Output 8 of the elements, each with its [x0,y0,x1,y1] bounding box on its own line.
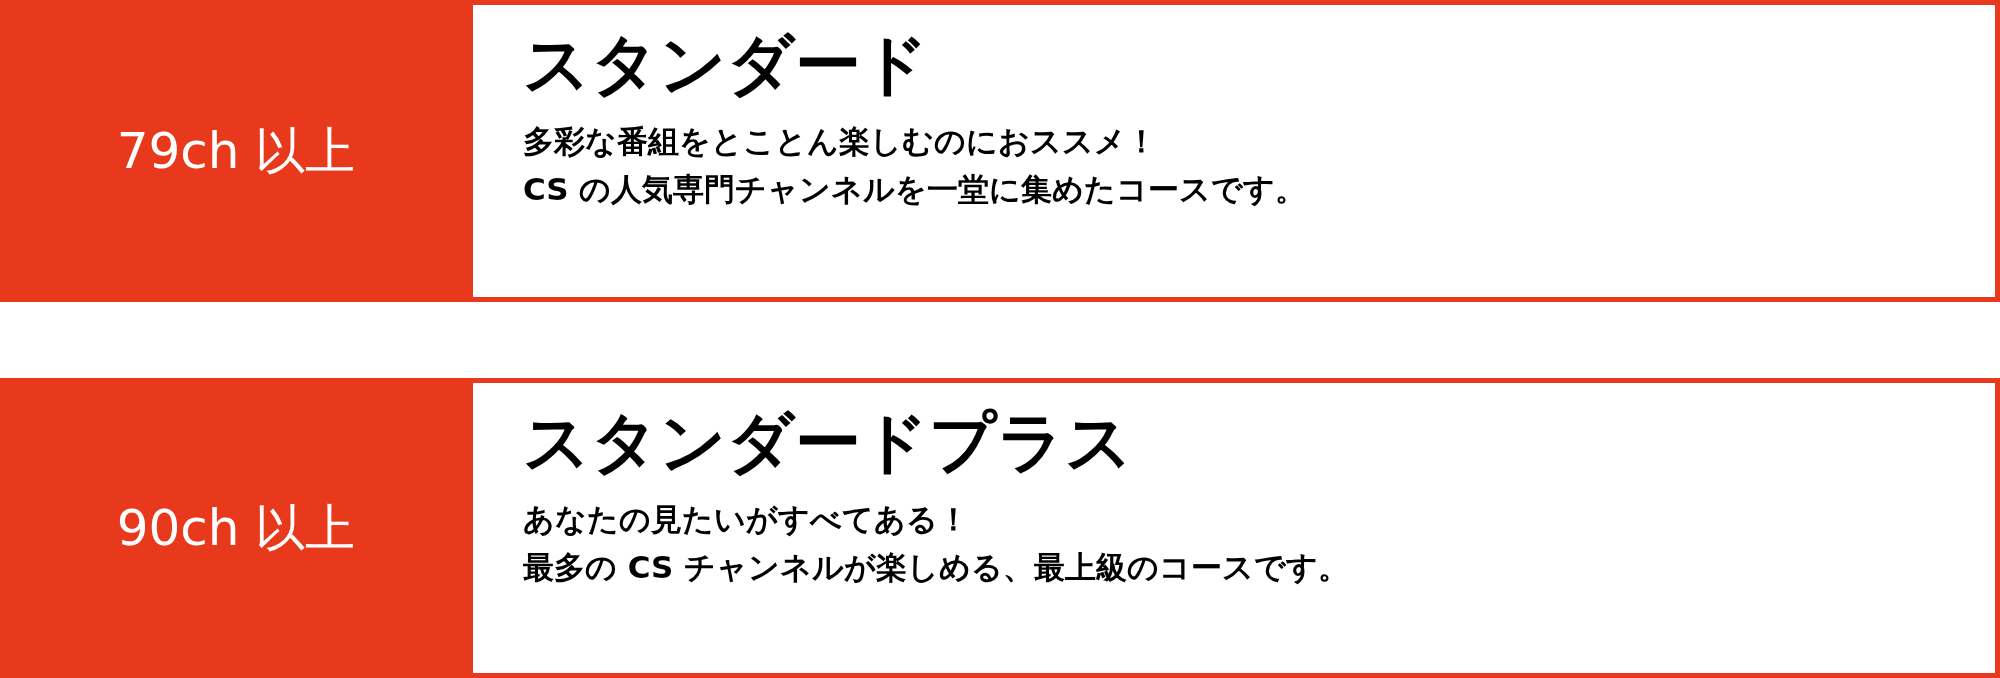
course-description: 最多の CS チャンネルが楽しめる、最上級のコースです。 [523,547,1350,587]
course-description: CS の人気専門チャンネルを一堂に集めたコースです。 [523,169,1307,209]
course-description: あなたの見たいがすべてある！ [523,499,969,539]
course-title: スタンダード [523,27,929,103]
channel-count: 90ch 以上 [116,497,356,559]
channel-count: 79ch 以上 [116,120,356,182]
course-description: 多彩な番組をとことん楽しむのにおススメ！ [523,121,1157,161]
course-title: スタンダードプラス [523,405,1133,481]
